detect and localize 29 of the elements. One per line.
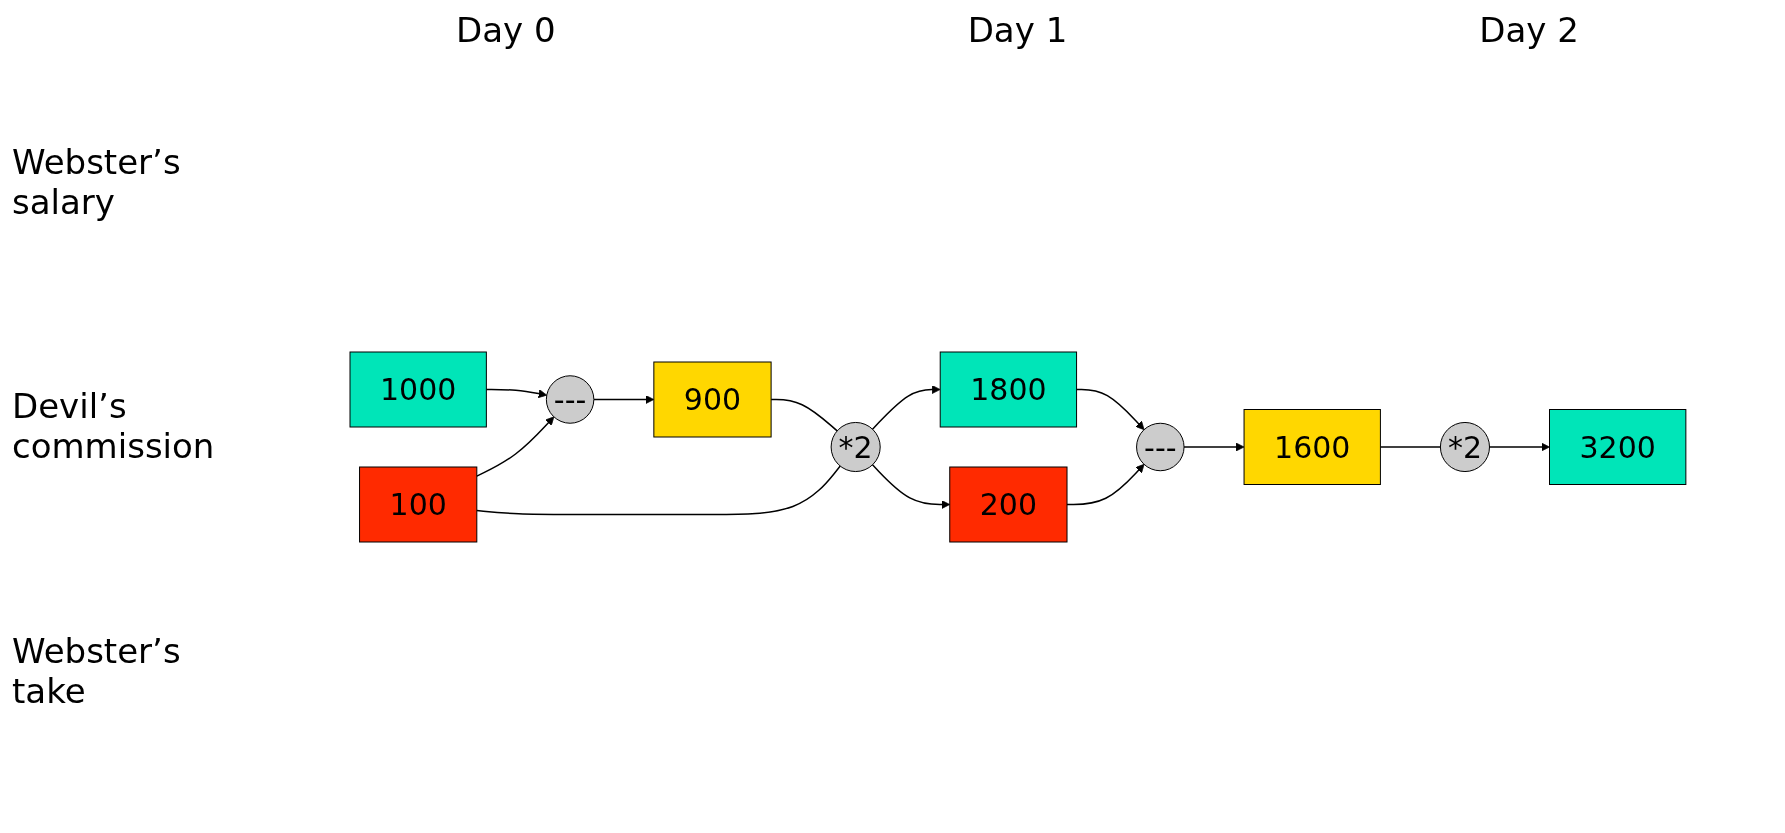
- node-circle: ---: [545, 374, 594, 424]
- arrow: [475, 415, 554, 477]
- arrow: [871, 463, 950, 509]
- arrow: [1075, 388, 1145, 430]
- node-box: 1000: [349, 351, 487, 427]
- connector: [1379, 445, 1441, 448]
- connector: [769, 398, 838, 432]
- column-heading: Day 0: [456, 10, 556, 50]
- arrow: [1182, 442, 1244, 451]
- column-heading: Day 1: [967, 10, 1068, 50]
- arrow: [871, 384, 941, 430]
- connector: [475, 464, 841, 515]
- arrow: [1488, 442, 1550, 451]
- node-box: 100: [358, 466, 477, 542]
- node-circle: *2: [830, 421, 881, 472]
- node-box: 3200: [1548, 408, 1686, 485]
- node-circle: *2: [1439, 421, 1490, 472]
- row-heading: Webster’s take: [12, 630, 182, 711]
- row-heading: Devil’s commission: [12, 386, 216, 467]
- node-box: 1800: [939, 351, 1077, 427]
- row-heading: Webster’s salary: [12, 142, 182, 223]
- arrow: [1065, 463, 1145, 505]
- arrow: [485, 388, 547, 398]
- node-box: 900: [652, 361, 772, 437]
- arrow: [592, 394, 654, 404]
- node-circle: ---: [1135, 422, 1185, 471]
- column-heading: Day 2: [1479, 10, 1579, 50]
- node-box: 200: [948, 466, 1068, 542]
- node-box: 1600: [1243, 408, 1381, 485]
